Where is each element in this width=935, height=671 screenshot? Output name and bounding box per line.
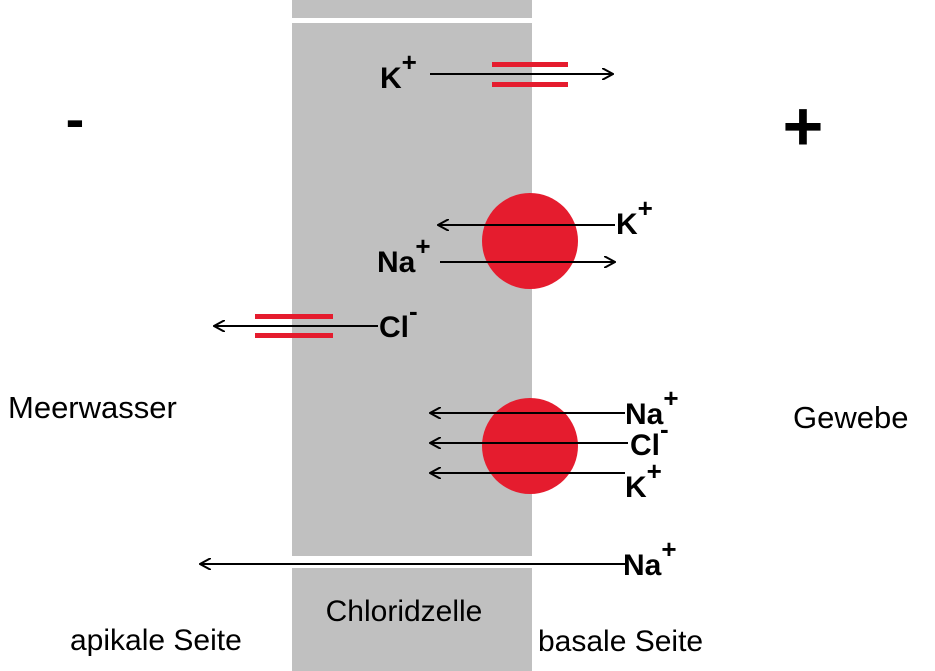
ion-label-pump-k: K+ [616,193,653,241]
ion-label-cotransport-k: K+ [625,456,662,504]
label-apical-side: apikale Seite [70,624,242,657]
negative-charge-sign: - [66,87,85,150]
ion-label-k-channel: K+ [380,47,417,95]
ion-label-cotransport-na: Na+ [625,383,679,431]
k-channel-bar-bottom [492,82,568,87]
neighbor-cell-top [292,0,532,18]
ion-label-pump-na: Na+ [377,231,431,279]
na-k-pump [482,193,578,289]
label-basal-side: basale Seite [538,625,703,658]
label-tissue: Gewebe [793,400,908,435]
positive-charge-sign: + [783,87,824,165]
neighbor-cell-bottom [292,568,532,671]
label-seawater: Meerwasser [8,390,177,425]
k-channel-bar-top [492,62,568,67]
cl-channel-bar-top [255,314,333,319]
cl-channel-bar-bottom [255,333,333,338]
ion-label-cotransport-cl: Cl- [630,414,669,462]
ion-label-cl-channel: Cl- [379,296,418,344]
na-k-cl-cotransporter [482,398,578,494]
ion-label-paracellular-na: Na+ [623,534,677,582]
label-chloride-cell: Chloridzelle [326,595,483,628]
